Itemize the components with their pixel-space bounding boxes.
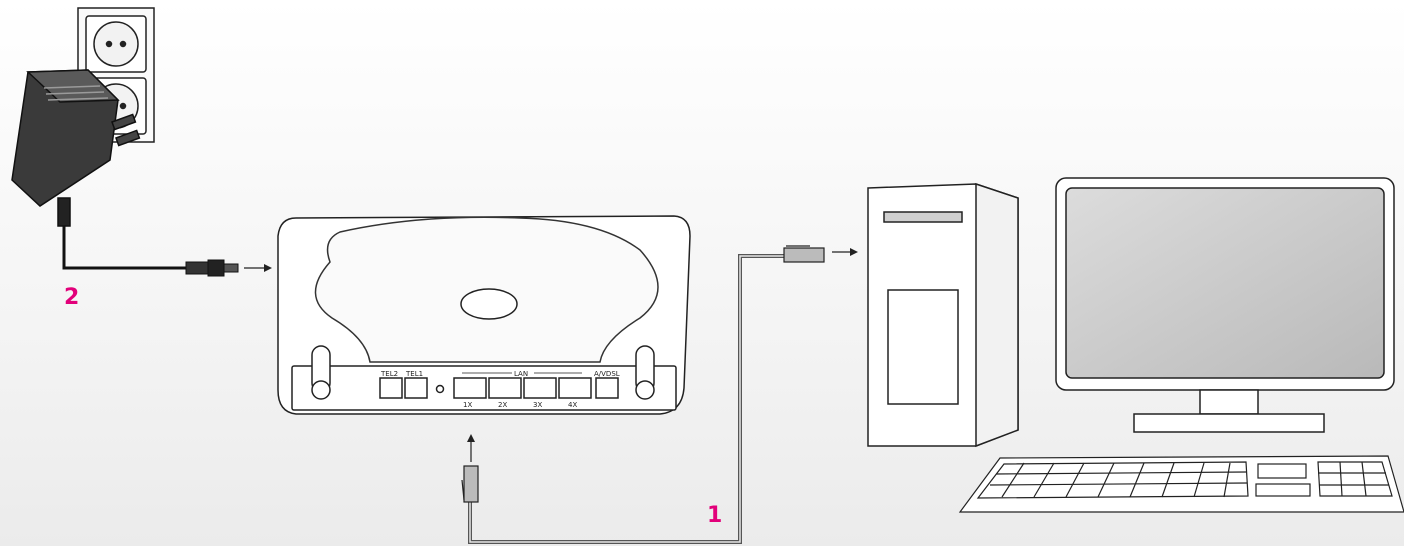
router-icon <box>277 215 691 415</box>
port-label-tel2: TEL2 <box>380 370 398 378</box>
lan-port-number: 3X <box>533 401 542 409</box>
lan-plug-router-side <box>461 465 479 503</box>
step-number-2: 2 <box>64 285 80 310</box>
power-cable <box>62 226 190 270</box>
arrow-icon <box>467 434 475 462</box>
power-adapter-icon <box>11 69 141 227</box>
keyboard-icon <box>958 455 1404 513</box>
lan-port-number: 1X <box>463 401 472 409</box>
lan-port-number: 2X <box>498 401 507 409</box>
step-number-1: 1 <box>707 503 723 528</box>
pc-tower-icon <box>867 182 1019 448</box>
lan-port-number: 4X <box>568 401 577 409</box>
monitor-icon <box>1055 177 1395 433</box>
port-label-lan: LAN <box>514 370 528 378</box>
port-label-tel1: TEL1 <box>405 370 423 378</box>
arrow-icon <box>244 264 272 272</box>
arrow-icon <box>832 248 858 256</box>
router-port-labels: TEL2 TEL1 LAN A/VDSL 1X 2X 3X 4X <box>380 370 620 409</box>
lan-plug-pc-side <box>783 245 825 263</box>
power-plug <box>185 259 239 277</box>
port-label-avdsl: A/VDSL <box>594 370 620 378</box>
